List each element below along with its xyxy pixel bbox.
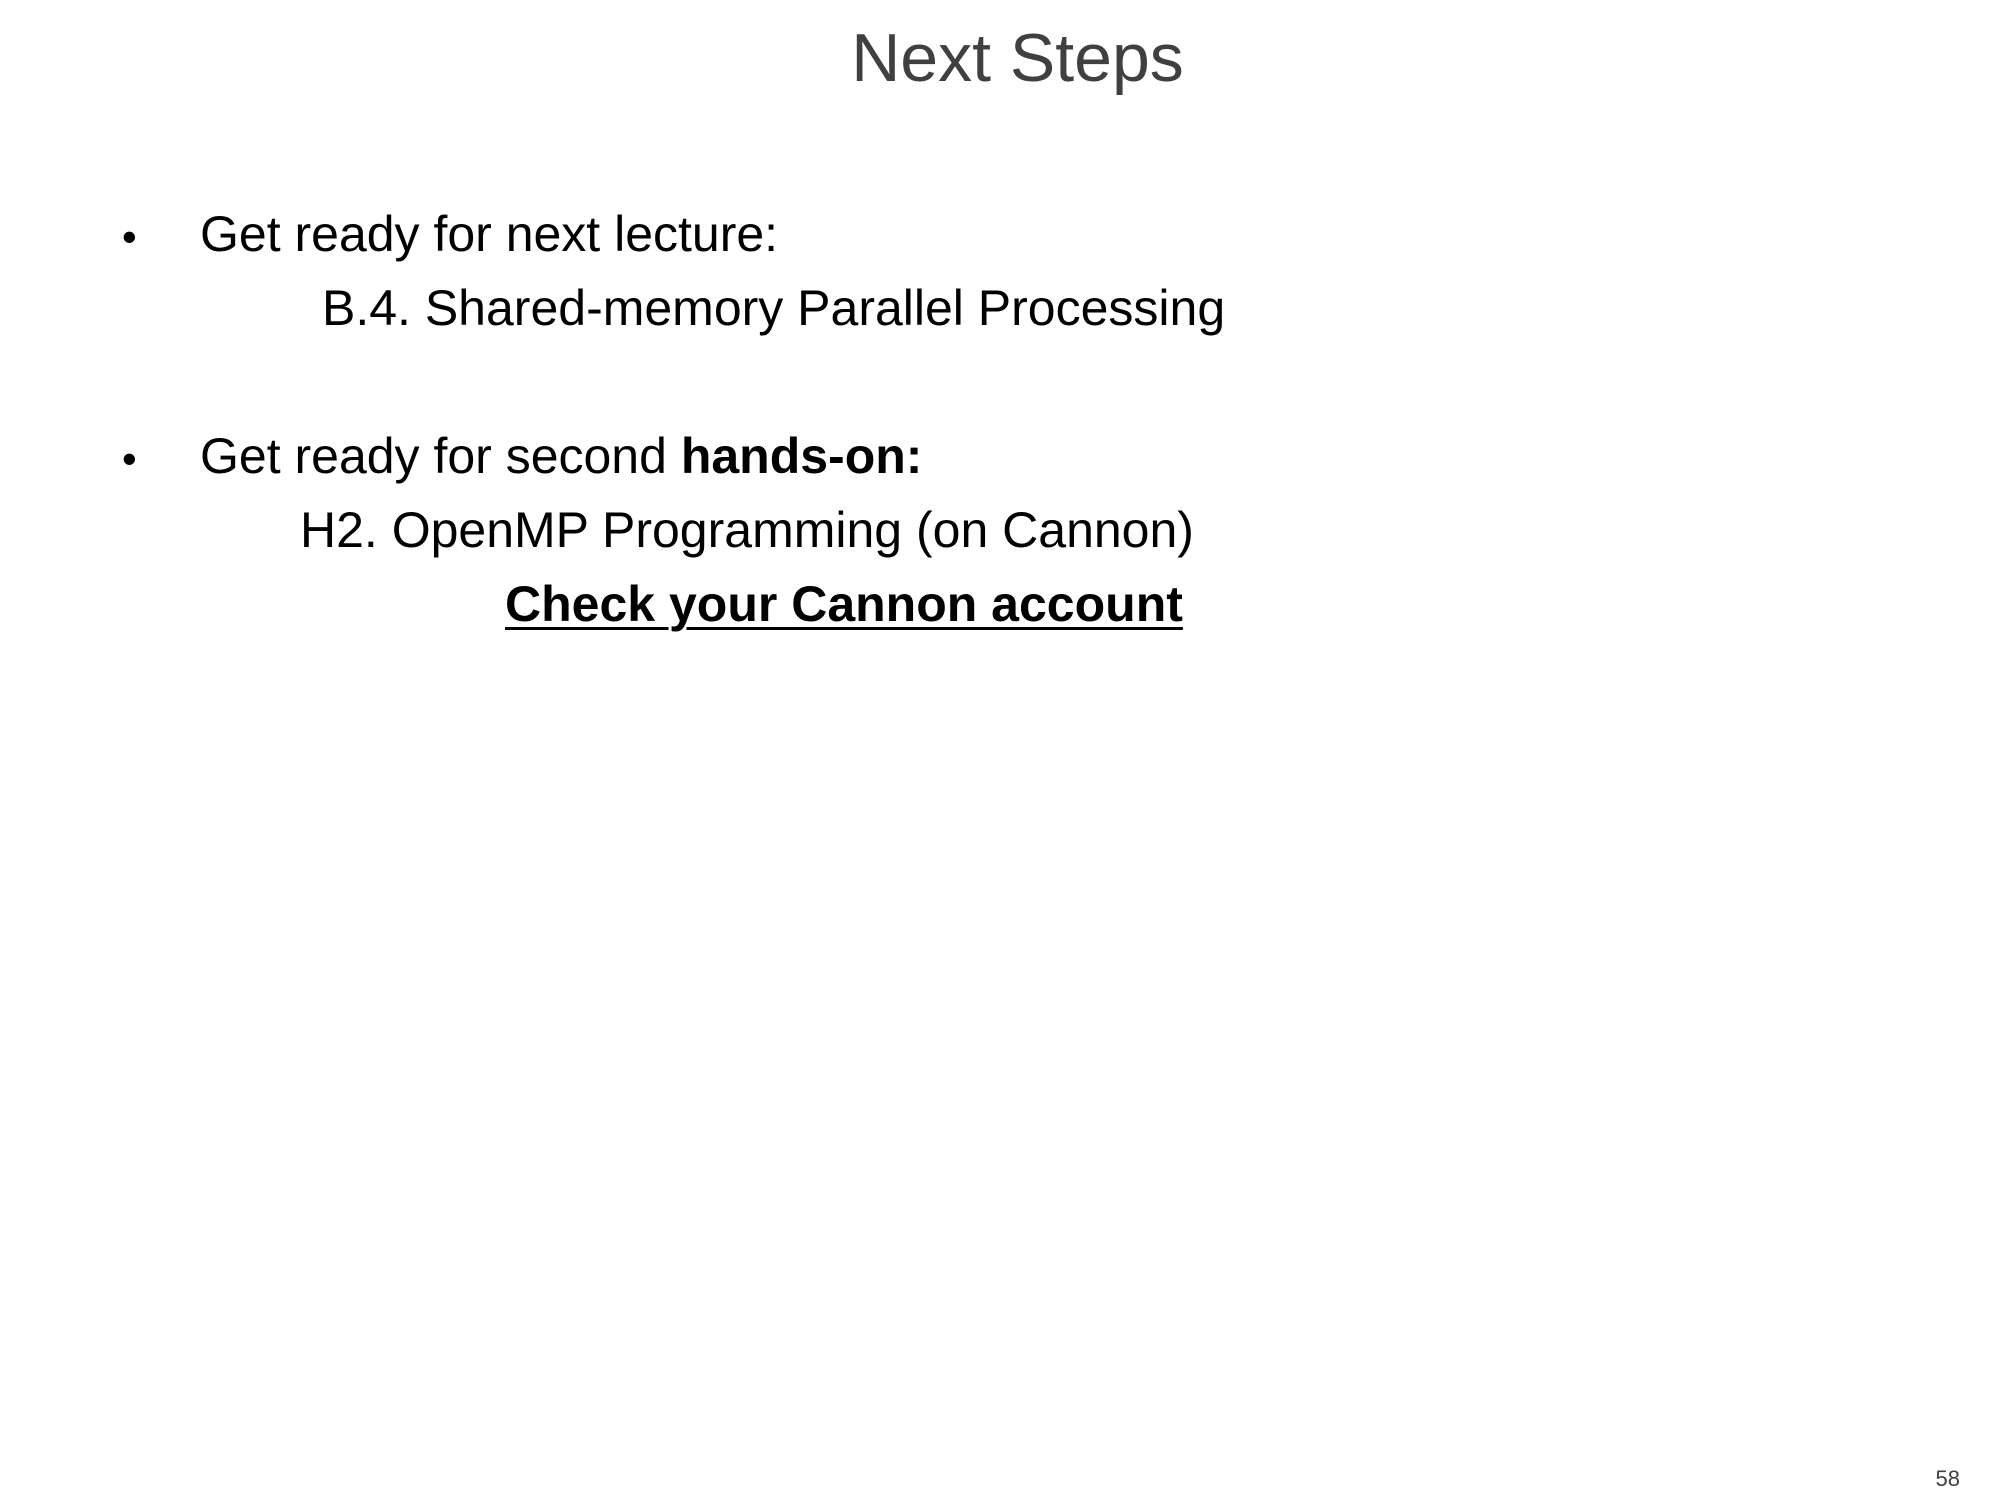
bullet-item-hands-on: • Get ready for second hands-on:	[122, 426, 922, 489]
lecture-topic: B.4. Shared-memory Parallel Processing	[322, 280, 1226, 336]
check-account-link-wrapper: Check your Cannon account	[505, 574, 1183, 634]
hands-on-topic: H2. OpenMP Programming (on Cannon)	[300, 502, 1194, 558]
bullet-icon: •	[122, 435, 137, 482]
check-account-link[interactable]: Check your Cannon account	[505, 576, 1183, 632]
bullet-item-next-lecture: • Get ready for next lecture:	[122, 204, 778, 267]
slide-title: Next Steps	[851, 20, 1184, 96]
page-number: 58	[1935, 1466, 1960, 1491]
bullet-icon: •	[122, 213, 137, 260]
bullet-text-bold: hands-on:	[680, 428, 923, 484]
bullet-text-prefix: Get ready for second	[200, 428, 681, 484]
bullet-text: Get ready for next lecture:	[200, 206, 779, 262]
